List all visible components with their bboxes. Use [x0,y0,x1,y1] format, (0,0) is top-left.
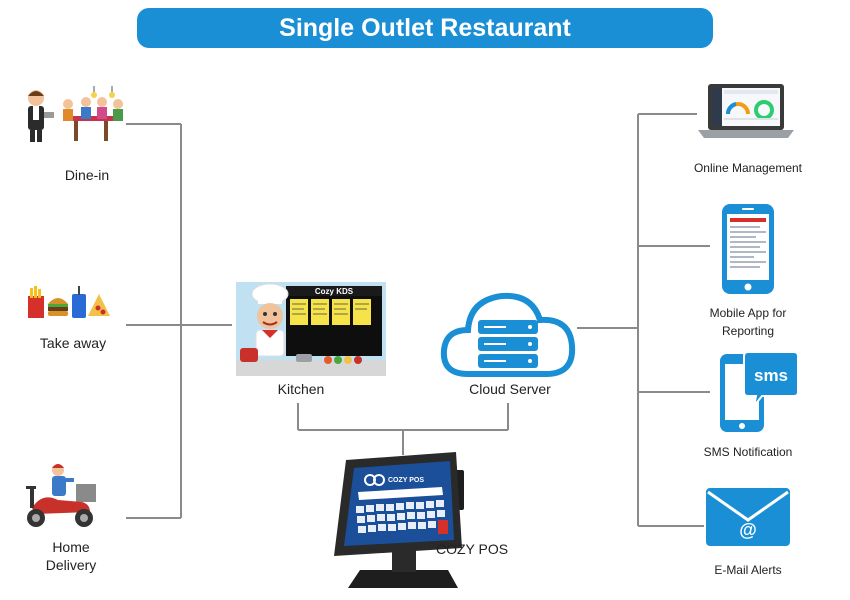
take-away-illustration [28,286,110,318]
email-alerts-label: E-Mail Alerts [714,563,782,577]
dine-in-label: Dine-in [64,167,110,183]
home-delivery-illustration [26,464,96,527]
kitchen-label: Kitchen [277,381,325,397]
laptop-dashboard-illustration [698,84,794,138]
sms-phone-illustration: sms [720,351,798,432]
cozy-pos-terminal-illustration: COZY POS [334,452,464,588]
home-delivery-label-line1: Home [52,539,90,555]
sms-bubble-text: sms [754,366,788,385]
email-at-sign: @ [739,520,757,540]
cozy-pos-label: COZY POS [435,541,509,557]
home-delivery-label-line2: Delivery [45,557,97,573]
sms-notification-label: SMS Notification [703,445,793,459]
mobile-app-label: Mobile App for Reporting [709,306,787,338]
email-envelope-icon: @ [706,488,790,546]
kitchen-display-illustration: Cozy KDS [236,282,386,376]
diagram-title-bar: Single Outlet Restaurant [137,8,713,48]
cloud-server-label: Cloud Server [469,381,551,397]
pos-screen-logo: COZY POS [388,477,424,484]
diagram-title: Single Outlet Restaurant [279,13,571,42]
home-delivery-label: Home Delivery [30,538,112,574]
dine-in-illustration [28,86,123,142]
kds-title: Cozy KDS [315,287,354,296]
take-away-label: Take away [39,335,107,351]
mobile-phone-illustration [722,204,774,294]
cloud-server-icon [440,292,576,377]
online-management-label: Online Management [693,161,803,175]
